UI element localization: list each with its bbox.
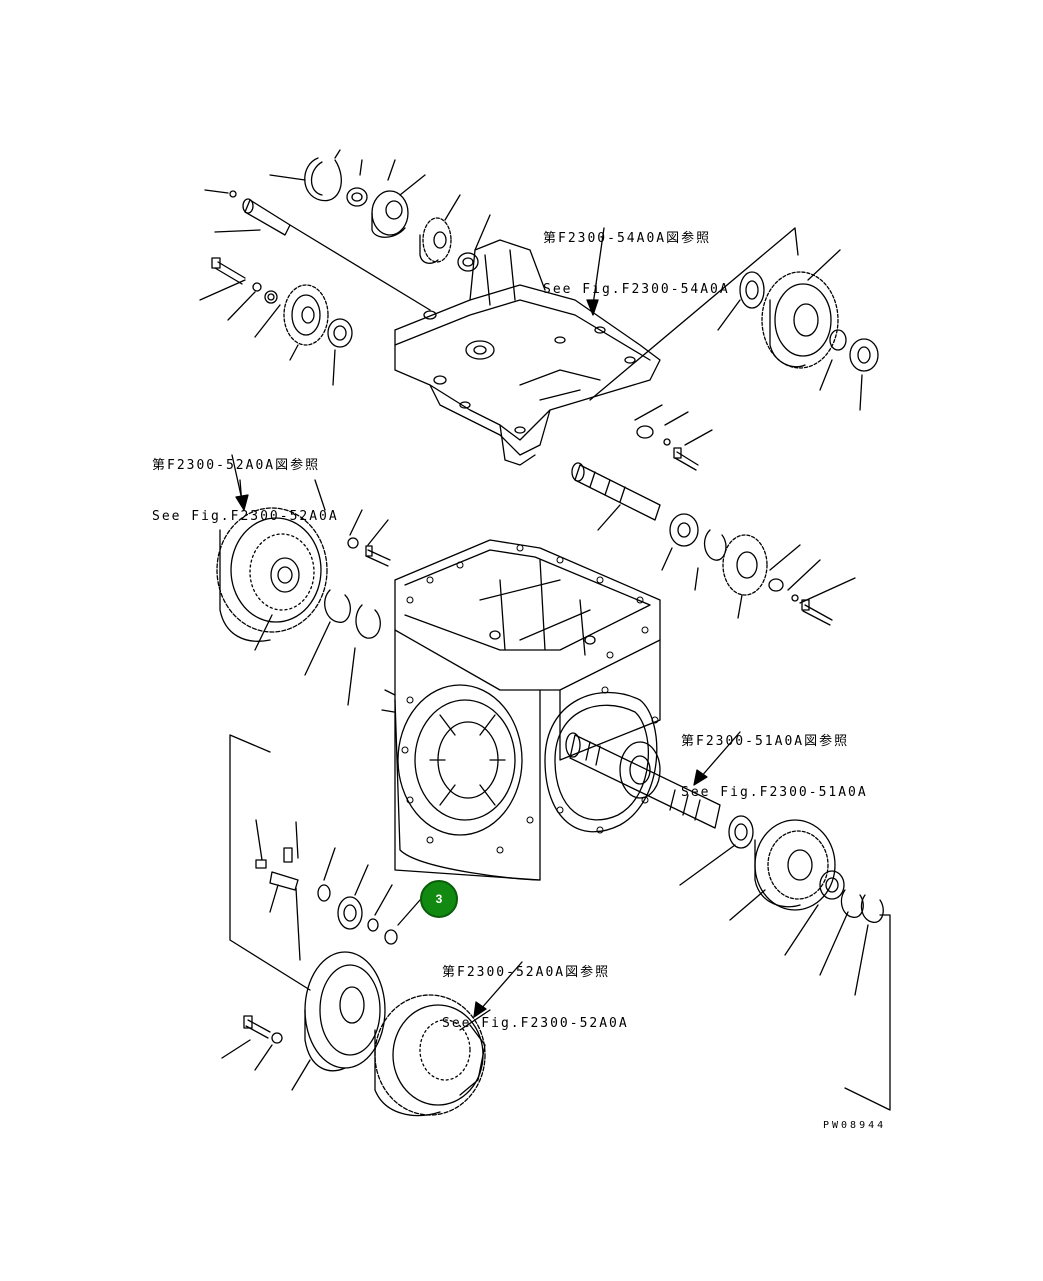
reference-label-f2300-52a0a-bottom: 第F2300-52A0A図参照 See Fig.F2300-52A0A [442, 930, 629, 1049]
reference-jp: 第F2300-52A0A図参照 [442, 965, 611, 980]
reference-jp: 第F2300-52A0A図参照 [152, 458, 321, 473]
reference-jp: 第F2300-54A0A図参照 [543, 231, 712, 246]
reference-label-f2300-51a0a: 第F2300-51A0A図参照 See Fig.F2300-51A0A [681, 699, 868, 818]
part-callout-3[interactable]: 3 [420, 880, 458, 918]
reference-label-f2300-52a0a-top: 第F2300-52A0A図参照 See Fig.F2300-52A0A [152, 423, 339, 542]
drawing-code: PW08944 [823, 1120, 887, 1131]
reference-arrows [232, 228, 740, 1017]
upper-right-parts [590, 228, 878, 470]
lower-clutch-drum [375, 995, 490, 1116]
reference-label-f2300-54a0a: 第F2300-54A0A図参照 See Fig.F2300-54A0A [543, 196, 730, 315]
reference-jp: 第F2300-51A0A図参照 [681, 734, 850, 749]
left-clutch-parts [217, 480, 390, 705]
reference-en: See Fig.F2300-52A0A [442, 1016, 629, 1031]
reference-en: See Fig.F2300-54A0A [543, 282, 730, 297]
lower-left-parts [222, 735, 420, 1090]
reference-en: See Fig.F2300-51A0A [681, 785, 868, 800]
reference-en: See Fig.F2300-52A0A [152, 509, 339, 524]
transmission-case [382, 540, 660, 880]
upper-left-parts [200, 150, 490, 385]
output-shaft-parts [566, 733, 890, 1110]
middle-shaft-parts [572, 463, 855, 625]
upper-cover-housing [395, 240, 660, 465]
